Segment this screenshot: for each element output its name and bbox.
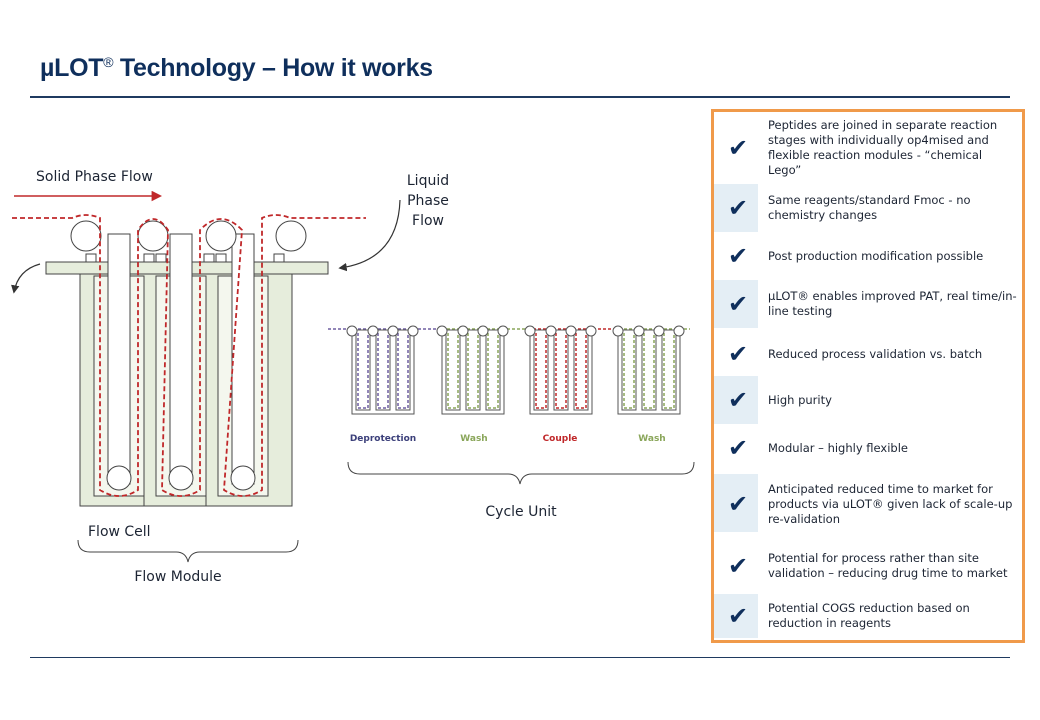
liquid-phase-flow-arrow — [338, 199, 401, 272]
cycle-unit-couple — [524, 325, 614, 415]
benefit-text: Potential for process rather than site v… — [768, 551, 1008, 580]
wash-label-2: Wash — [638, 434, 665, 444]
title-divider — [30, 96, 1010, 98]
title-registered-mark: ® — [103, 54, 114, 70]
flow-diagram: Solid Phase Flow Liquid Phase Flow — [11, 169, 695, 585]
benefit-text: Modular – highly flexible — [768, 440, 908, 455]
check-column-shade-4 — [714, 474, 758, 532]
benefit-text: Peptides are joined in separate reaction… — [768, 118, 998, 177]
benefit-text: µLOT® enables improved PAT, real time/in… — [768, 289, 1017, 318]
footer-divider — [30, 657, 1010, 658]
solid-phase-flow-label: Solid Phase Flow — [36, 169, 153, 185]
cycle-unit-wash-2 — [612, 325, 690, 415]
flow-cell-label: Flow Cell — [88, 524, 151, 540]
check-icon: ✔ — [727, 290, 749, 318]
couple-label: Couple — [543, 434, 578, 444]
check-icon: ✔ — [727, 242, 749, 270]
cycle-unit-brace — [347, 461, 695, 485]
check-icon: ✔ — [727, 340, 749, 368]
benefit-item: ✔ High purity — [714, 380, 1022, 420]
deprotection-label: Deprotection — [350, 434, 416, 444]
cycle-unit-label: Cycle Unit — [485, 504, 557, 520]
check-icon: ✔ — [727, 134, 749, 162]
benefit-item: ✔ Post production modification possible — [714, 236, 1022, 276]
benefit-text: Anticipated reduced time to market for p… — [768, 481, 1013, 526]
benefit-item: ✔ Anticipated reduced time to market for… — [714, 476, 1022, 532]
flow-module-drawing — [12, 214, 366, 507]
benefit-item: ✔ Potential for process rather than site… — [714, 544, 1022, 588]
benefit-text: Potential COGS reduction based on reduct… — [768, 601, 970, 630]
check-icon: ✔ — [727, 552, 749, 580]
check-column-shade-1 — [714, 184, 758, 232]
liquid-phase-flow-label-line1: Liquid — [407, 173, 449, 189]
benefit-text: Reduced process validation vs. batch — [768, 346, 983, 361]
cycle-unit-deprotection — [328, 325, 442, 415]
benefit-item: ✔ Same reagents/standard Fmoc - no chemi… — [714, 186, 1022, 230]
liquid-phase-flow-label-line2: Phase — [407, 193, 449, 209]
flow-module-brace — [77, 539, 299, 563]
benefit-item: ✔ Peptides are joined in separate reacti… — [714, 118, 1022, 177]
benefit-text: Same reagents/standard Fmoc - no chemist… — [768, 193, 971, 222]
wash-label-1: Wash — [460, 434, 487, 444]
check-icon: ✔ — [727, 602, 749, 630]
benefit-item: ✔ Reduced process validation vs. batch — [714, 334, 1022, 374]
check-icon: ✔ — [727, 434, 749, 462]
check-icon: ✔ — [727, 194, 749, 222]
page-title: µLOT® Technology – How it works — [40, 54, 433, 83]
benefits-panel: ✔ Peptides are joined in separate reacti… — [711, 109, 1025, 643]
cycle-unit-wash-1 — [436, 325, 528, 415]
check-column-shade-5 — [714, 594, 758, 638]
benefit-item: ✔ µLOT® enables improved PAT, real time/… — [714, 282, 1022, 326]
liquid-phase-flow-label-line3: Flow — [412, 213, 444, 229]
check-icon: ✔ — [727, 490, 749, 518]
check-column-shade-3 — [714, 376, 758, 424]
benefit-item: ✔ Modular – highly flexible — [714, 428, 1022, 468]
benefit-text: High purity — [768, 392, 832, 407]
check-icon: ✔ — [727, 386, 749, 414]
outflow-arrow — [11, 263, 41, 294]
title-rest: Technology – How it works — [113, 54, 433, 82]
benefit-text: Post production modification possible — [768, 248, 984, 263]
benefit-item: ✔ Potential COGS reduction based on redu… — [714, 594, 1022, 638]
flow-module-label: Flow Module — [134, 569, 221, 585]
title-main: µLOT — [40, 54, 104, 82]
check-column-shade-2 — [714, 280, 758, 328]
